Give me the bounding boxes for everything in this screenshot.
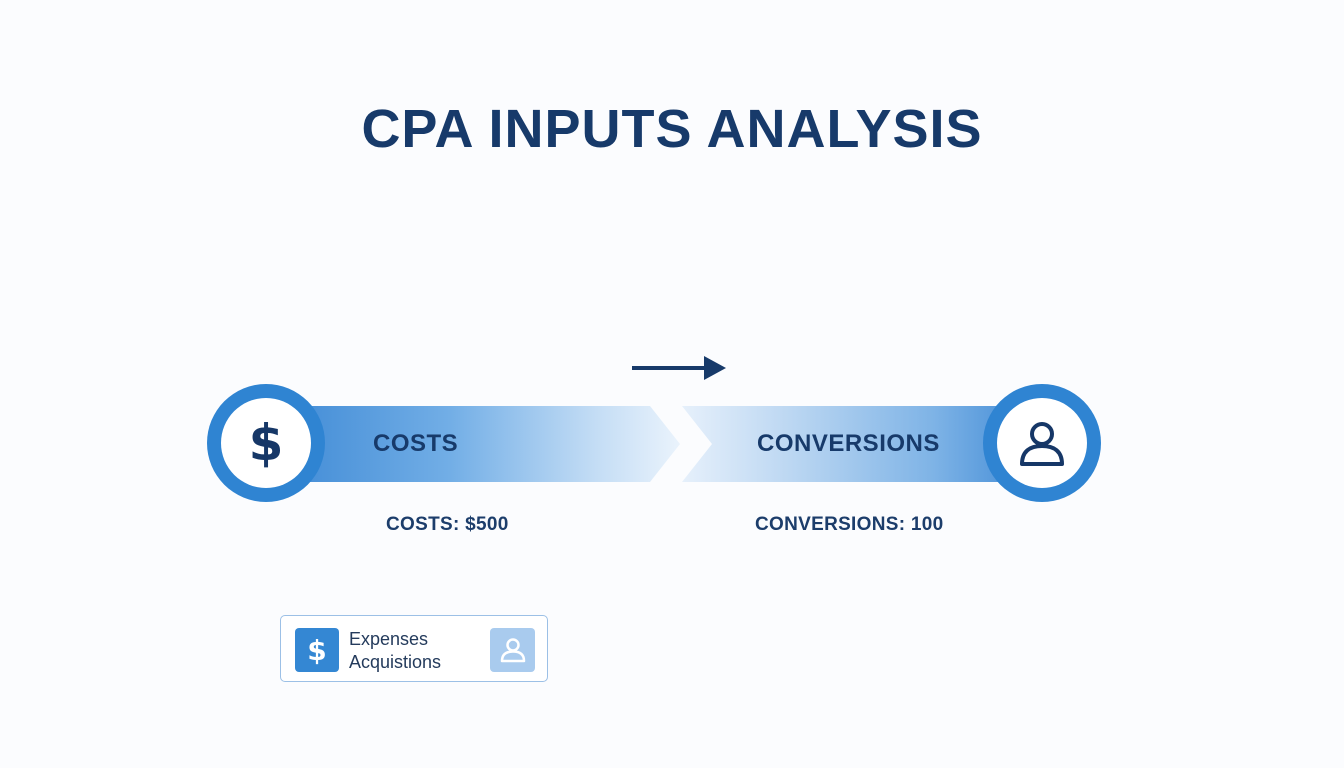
dollar-icon: $ [248, 414, 284, 472]
legend-labels: Expenses Acquistions [349, 628, 441, 674]
legend-item-acquisitions: Acquistions [349, 652, 442, 672]
costs-label: COSTS [373, 430, 459, 457]
user-icon [1020, 422, 1064, 466]
legend-user-icon [490, 628, 535, 672]
conversions-band [682, 406, 1042, 482]
costs-band [262, 406, 680, 482]
costs-value-label: COSTS: $500 [386, 514, 509, 535]
legend: $ Expenses Acquistions [280, 615, 548, 682]
conversions-value-label: CONVERSIONS: 100 [755, 514, 944, 535]
conversions-label: CONVERSIONS [757, 430, 940, 457]
costs-circle: $ [207, 384, 325, 502]
page-title: CPA INPUTS ANALYSIS [361, 99, 983, 159]
conversions-circle [983, 384, 1101, 502]
arrow-right-icon [632, 356, 726, 380]
legend-item-expenses: Expenses [349, 629, 429, 649]
legend-dollar-icon: $ [295, 628, 339, 672]
